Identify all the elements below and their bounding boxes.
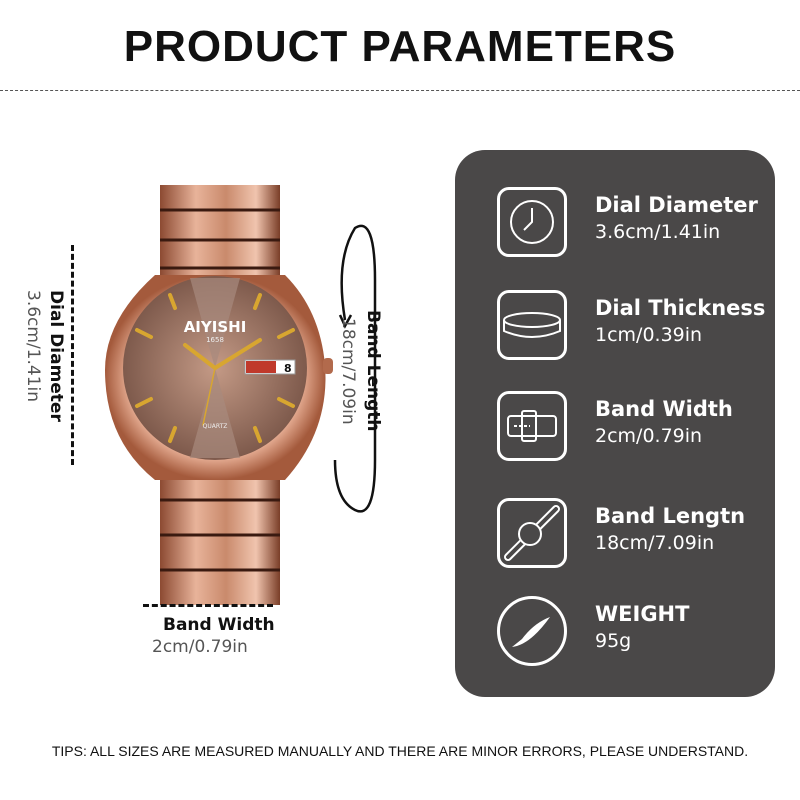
parameters-panel: Dial Diameter 3.6cm/1.41in Dial Thicknes… — [455, 150, 775, 697]
param-row: Dial Thickness 1cm/0.39in — [497, 290, 767, 360]
param-label: Band Lengtn — [595, 504, 746, 528]
date-window: 8 — [284, 362, 292, 375]
band-buckle-icon — [497, 391, 567, 461]
param-label: Dial Thickness — [595, 296, 766, 320]
watch-brand: AIYISHI — [184, 318, 247, 336]
param-row: Band Lengtn 18cm/7.09in — [497, 498, 767, 568]
dial-diameter-dimension-line — [71, 245, 74, 465]
param-row: Band Width 2cm/0.79in — [497, 391, 767, 461]
band-length-value: 18cm/7.09in — [338, 318, 358, 425]
param-label: Band Width — [595, 397, 733, 421]
watch-model: 1658 — [206, 336, 224, 344]
param-row: WEIGHT 95g — [497, 596, 767, 666]
feather-weight-icon — [497, 596, 567, 666]
band-width-value: 2cm/0.79in — [152, 637, 248, 657]
dial-diameter-label: Dial Diameter — [46, 290, 66, 422]
watch-dial-text: QUARTZ — [203, 423, 228, 430]
watch-image: 8 AIYISHI 1658 QUARTZ — [105, 185, 333, 605]
param-value: 3.6cm/1.41in — [595, 221, 721, 243]
divider — [0, 90, 800, 91]
band-width-label: Band Width — [163, 615, 275, 635]
band-links — [160, 208, 280, 572]
band-width-dimension-line — [143, 604, 273, 607]
band-length-arrow — [333, 224, 377, 513]
watch-band-icon — [497, 498, 567, 568]
param-label: Dial Diameter — [595, 193, 758, 217]
param-value: 1cm/0.39in — [595, 324, 703, 346]
param-label: WEIGHT — [595, 602, 690, 626]
band-length-label: Band Length — [363, 310, 383, 432]
page-title: PRODUCT PARAMETERS — [123, 22, 677, 71]
clock-icon — [497, 187, 567, 257]
param-value: 95g — [595, 630, 632, 652]
param-value: 18cm/7.09in — [595, 532, 715, 554]
dial-thickness-icon — [497, 290, 567, 360]
param-value: 2cm/0.79in — [595, 425, 703, 447]
param-row: Dial Diameter 3.6cm/1.41in — [497, 187, 767, 257]
dial-diameter-value: 3.6cm/1.41in — [23, 290, 43, 403]
tips-text: TIPS: ALL SIZES ARE MEASURED MANUALLY AN… — [51, 743, 749, 759]
